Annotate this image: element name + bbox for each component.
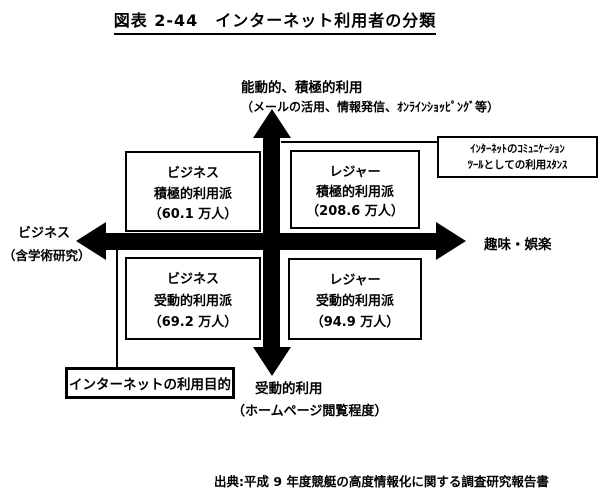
quadrant-category: レジャー [329,273,381,288]
figure-title: 図表 2-44 インターネット利用者の分類 [100,7,450,35]
quadrant-box-business-passive: ビジネス 受動的利用派 （69.2 万人） [125,257,261,340]
quadrant-value: （69.2 万人） [148,315,238,330]
quadrant-box-leisure-active: レジャー 積極的利用派 （208.6 万人） [290,150,420,229]
vertical-axis-top-label-sub: （メールの活用、情報発信、ｵﾝﾗｲﾝｼｮｯﾋﾟﾝｸﾞ等） [241,100,500,114]
vertical-axis-note-box: ｲﾝﾀｰﾈｯﾄのｺﾐｭﾆｹｰｼｮﾝ ﾂｰﾙとしての利用ｽﾀﾝｽ [437,136,598,178]
horizontal-axis-right-label: 趣味・娯楽 [484,237,552,253]
connector-line-horizontal-axis-note [116,250,118,368]
quadrant-box-business-active: ビジネス 積極的利用派 （60.1 万人） [125,151,261,232]
connector-line-vertical-axis-note [281,141,437,143]
quadrant-category: ビジネス [166,272,219,287]
vertical-axis-note-line2: ﾂｰﾙとしての利用ｽﾀﾝｽ [467,159,568,171]
horizontal-axis-left-label-sub: （含学術研究） [3,248,91,263]
quadrant-value: （60.1 万人） [148,207,238,222]
source-citation: 出典:平成 9 年度競艇の高度情報化に関する調査研究報告書 [214,474,549,489]
arrowhead-left-icon [76,222,106,260]
quadrant-category: ビジネス [166,166,219,181]
quadrant-type: 積極的利用派 [153,186,232,202]
quadrant-value: （94.9 万人） [310,315,400,330]
horizontal-axis-note-label: インターネットの利用目的 [69,377,231,393]
arrowhead-up-icon [253,109,291,138]
vertical-axis-top-label: 能動的、積極的利用 （メールの活用、情報発信、ｵﾝﾗｲﾝｼｮｯﾋﾟﾝｸﾞ等） [241,76,499,115]
arrowhead-down-icon [253,347,291,376]
horizontal-axis-left-label: ビジネス （含学術研究） [3,222,91,264]
vertical-axis-top-label-main: 能動的、積極的利用 [241,80,363,96]
quadrant-type: 積極的利用派 [315,184,394,200]
horizontal-axis-note-box: インターネットの利用目的 [65,367,235,399]
quadrant-box-leisure-passive: レジャー 受動的利用派 （94.9 万人） [288,258,422,340]
quadrant-value: （208.6 万人） [306,204,404,219]
vertical-axis-bottom-label-main: 受動的利用 [255,381,323,397]
vertical-axis-bottom-label-sub: （ホームページ閲覧程度） [232,404,388,419]
vertical-axis-note-line1: ｲﾝﾀｰﾈｯﾄのｺﾐｭﾆｹｰｼｮﾝ [470,142,565,155]
vertical-axis-bottom-label: 受動的利用 （ホームページ閲覧程度） [232,377,387,419]
quadrant-type: 受動的利用派 [315,294,394,309]
horizontal-arrow-shaft [104,233,438,250]
figure-title-text: 図表 2-44 インターネット利用者の分類 [113,7,437,35]
quadrant-type: 受動的利用派 [153,293,232,309]
quadrant-category: レジャー [329,165,381,180]
horizontal-axis-left-label-main: ビジネス [18,226,71,241]
arrowhead-right-icon [436,222,466,260]
